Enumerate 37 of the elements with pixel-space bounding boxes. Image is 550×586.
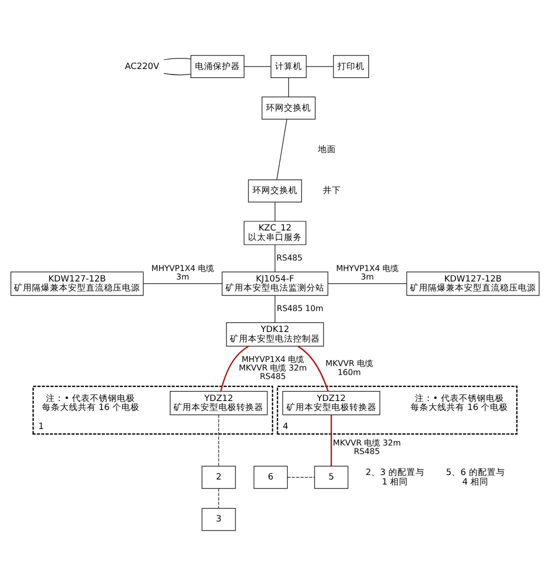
node-box: 电涌保护器 — [190, 55, 244, 78]
connector — [274, 295, 276, 323]
label: 地面 — [318, 144, 336, 155]
connector — [330, 414, 332, 466]
connector — [288, 77, 289, 98]
node-box: 6 — [254, 466, 288, 489]
node-box: KJ1054-F 矿用本安型电法监测分站 — [222, 272, 328, 296]
node-box: 5 — [314, 466, 348, 489]
node-box: 环网交换机 — [262, 96, 316, 120]
node-box: YDZ12 矿用本安型电极转换器 — [170, 391, 268, 416]
node-box: YDK12 矿用本安型电法控制器 — [226, 322, 324, 346]
connector — [328, 283, 407, 284]
connector — [274, 202, 276, 222]
node-box: KDW127-12B 矿用隔爆兼本安型直流稳压电源 — [10, 272, 144, 296]
connector — [298, 346, 329, 392]
node-box: 3 — [202, 508, 236, 531]
node-box: YDZ12 矿用本安型电极转换器 — [282, 391, 380, 416]
connector — [276, 119, 288, 180]
node-box: 环网交换机 — [248, 180, 302, 202]
label: 井下 — [322, 186, 341, 196]
connector — [274, 244, 276, 272]
connector — [142, 283, 222, 284]
connector — [244, 66, 272, 67]
node-box: KDW127-12B 矿用隔爆兼本安型直流稳压电源 — [406, 272, 540, 296]
node-box: 打印机 — [333, 55, 370, 78]
node-box: 计算机 — [270, 55, 307, 78]
connector — [287, 477, 315, 478]
node-box: 2 — [202, 466, 236, 489]
label: 2、3 的配置与 1 相同 — [366, 468, 424, 488]
node-text: AC220V — [124, 62, 160, 72]
label: 5、6 的配置与 4 相同 — [446, 468, 505, 488]
connector — [164, 73, 192, 76]
node-box: KZC_12 以太串口服务 — [244, 220, 306, 246]
connector — [164, 58, 192, 60]
connector — [218, 488, 220, 508]
connector — [306, 66, 334, 67]
connector — [218, 414, 220, 466]
